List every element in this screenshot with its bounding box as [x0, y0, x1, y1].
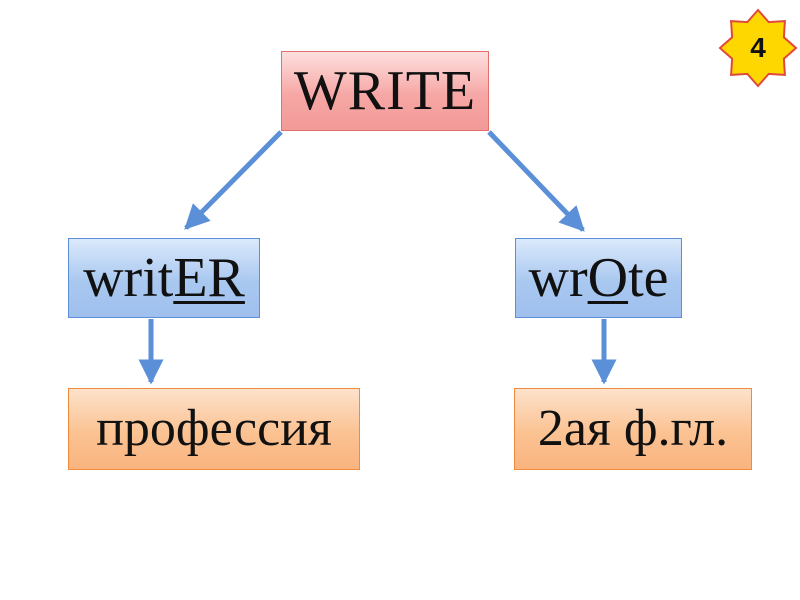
left-word-suffix-emphasis: ER — [173, 247, 245, 309]
right-word-suffix: te — [628, 247, 669, 309]
root-word: WRITE — [293, 60, 477, 122]
left-word-plain: writ — [83, 247, 174, 309]
root-word-box: WRITE — [281, 51, 489, 131]
arrow-root-to-right — [487, 130, 585, 232]
right-meaning-box: 2ая ф.гл. — [514, 388, 752, 470]
right-meaning-text: 2ая ф.гл. — [537, 400, 729, 457]
right-word-vowel-emphasis: O — [587, 247, 629, 309]
right-word-prefix: wr — [528, 247, 588, 309]
slide-number: 4 — [750, 32, 766, 63]
left-meaning-box: профессия — [68, 388, 360, 470]
star-badge-icon — [718, 8, 798, 88]
left-meaning-text: профессия — [96, 400, 332, 457]
arrow-root-to-left — [184, 130, 283, 230]
